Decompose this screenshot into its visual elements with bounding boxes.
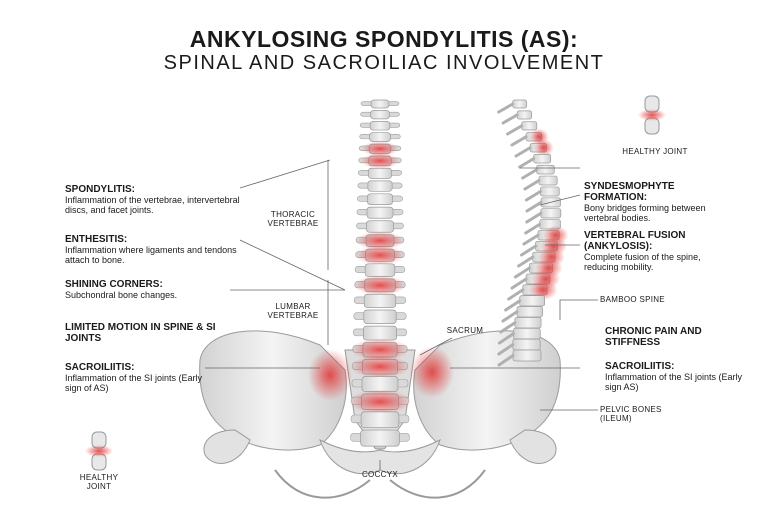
vertebra-front [359, 120, 401, 131]
label-healthy-joint-top: HEALTHY JOINT [622, 147, 688, 156]
subtitle: SPINAL AND SACROILIAC INVOLVEMENT [163, 52, 605, 74]
vertebra-front [353, 293, 407, 308]
vertebra-front [354, 263, 406, 277]
vertebra-front [360, 110, 400, 120]
healthy-joint-bottom-icon [85, 431, 113, 471]
label-thoracic: THORACIC VERTEBRAE [267, 210, 319, 228]
vertebra-front [350, 411, 410, 428]
vertebra-front [356, 206, 404, 219]
label-chronic-pain: CHRONIC PAIN AND STIFFNESS [605, 326, 702, 348]
label-bamboo-spine: BAMBOO SPINE [600, 295, 665, 304]
vertebra-front [353, 309, 407, 324]
vertebra-front [353, 274, 407, 296]
vertebra-side [514, 139, 554, 158]
side-spine-bamboo [497, 99, 569, 367]
vertebra-front [350, 429, 410, 447]
label-lumbar: LUMBAR VERTEBRAE [267, 302, 319, 320]
sacroiliitis-right-body: Inflammation of the SI joints (Early sig… [605, 372, 743, 392]
vertebra-side [518, 153, 552, 169]
vertebra-front [355, 245, 405, 265]
label-sacroiliitis-left: SACROILIITIS: Inflammation of the SI joi… [65, 362, 215, 393]
label-limited-motion: LIMITED MOTION IN SPINE & SI JOINTS [65, 322, 216, 344]
vertebra-side [525, 208, 562, 224]
sacroiliitis-right-heading: SACROILIITIS: [605, 361, 675, 372]
vertebra-side [497, 349, 542, 367]
vertebra-front [357, 193, 403, 205]
label-sacrum: SACRUM [446, 326, 484, 335]
shining-corners-body: Subchondral bone changes. [65, 290, 178, 300]
vertebra-side [501, 110, 533, 125]
vertebra-side [523, 175, 558, 191]
label-pelvic-bones: PELVIC BONES (ILEUM) [600, 405, 662, 423]
leader-lines [205, 159, 598, 470]
vertebra-front [348, 389, 412, 414]
shining-corners-heading: SHINING CORNERS: [65, 279, 163, 290]
vertebral-fusion-body: Complete fusion of the spine, reducing m… [584, 252, 701, 272]
vertebra-side [521, 164, 555, 180]
label-enthesitis: ENTHESITIS: Inflammation where ligaments… [65, 234, 245, 265]
vertebra-front [355, 231, 405, 251]
healthy-joint-top-icon [638, 95, 666, 135]
label-spondylitis: SPONDYLITIS: Inflammation of the vertebr… [65, 184, 245, 215]
vertebra-front [360, 99, 400, 109]
label-shining-corners: SHINING CORNERS: Subchondral bone change… [65, 279, 245, 300]
vertebra-side [506, 121, 538, 136]
vertebra-side [501, 306, 543, 323]
vertebra-front [350, 338, 410, 362]
vertebra-front [357, 180, 403, 192]
label-healthy-joint-bottom: HEALTHY JOINT [79, 473, 119, 491]
syndesmophyte-body: Bony bridges forming between vertebral b… [584, 203, 706, 223]
vertebra-side [499, 317, 542, 334]
label-sacroiliitis-right: SACROILIITIS: Inflammation of the SI joi… [605, 361, 755, 392]
vertebra-side [507, 279, 558, 301]
vertebra-front [353, 325, 407, 341]
sacroiliitis-left-body: Inflammation of the SI joints (Early sig… [65, 373, 203, 393]
vertebral-fusion-heading: VERTEBRAL FUSION (ANKYLOSIS): [584, 230, 686, 252]
vertebra-front [357, 167, 402, 179]
vertebra-front [359, 132, 401, 142]
title: ANKYLOSING SPONDYLITIS (AS): [189, 26, 579, 52]
syndesmophyte-heading: SYNDESMOPHYTE FORMATION: [584, 181, 675, 203]
label-coccyx: COCCYX [361, 470, 399, 479]
vertebra-front [350, 354, 410, 379]
sacroiliitis-left-heading: SACROILIITIS: [65, 362, 135, 373]
front-spine [348, 99, 412, 447]
vertebra-side [510, 128, 549, 147]
label-vertebral-fusion: VERTEBRAL FUSION (ANKYLOSIS): Complete f… [584, 230, 734, 272]
spondylitis-body: Inflammation of the vertebrae, intervert… [65, 195, 240, 215]
vertebra-side [497, 99, 528, 114]
vertebra-front [351, 376, 409, 392]
vertebra-side [497, 327, 541, 345]
vertebra-front [358, 141, 402, 157]
vertebra-side [524, 186, 560, 202]
spondylitis-heading: SPONDYLITIS: [65, 184, 136, 195]
vertebra-front [358, 153, 402, 169]
vertebra-front [356, 220, 404, 233]
label-syndesmophyte: SYNDESMOPHYTE FORMATION: Bony bridges fo… [584, 181, 724, 223]
enthesitis-body: Inflammation where ligaments and tendons… [65, 245, 237, 265]
enthesitis-heading: ENTHESITIS: [65, 234, 128, 245]
vertebra-side [504, 295, 545, 312]
